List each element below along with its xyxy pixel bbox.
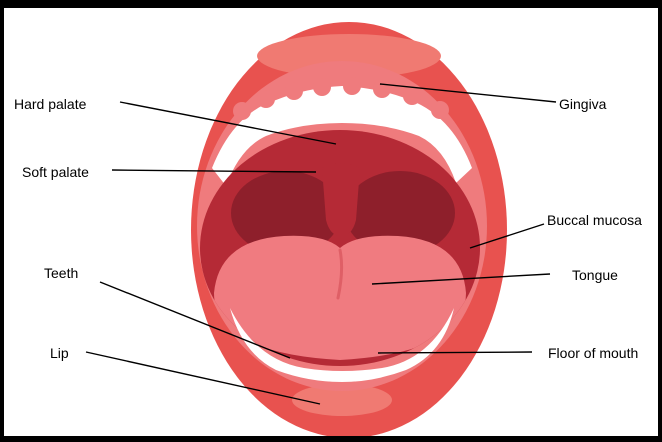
label-buccal-mucosa: Buccal mucosa bbox=[547, 212, 642, 228]
label-gingiva: Gingiva bbox=[559, 96, 606, 112]
label-lip: Lip bbox=[50, 345, 69, 361]
label-soft-palate: Soft palate bbox=[22, 164, 89, 180]
label-teeth: Teeth bbox=[44, 265, 78, 281]
label-tongue: Tongue bbox=[572, 267, 618, 283]
uvula bbox=[322, 163, 360, 236]
label-hard-palate: Hard palate bbox=[14, 96, 86, 112]
leader-floor-of-mouth bbox=[378, 352, 532, 353]
label-floor-of-mouth: Floor of mouth bbox=[548, 345, 638, 361]
